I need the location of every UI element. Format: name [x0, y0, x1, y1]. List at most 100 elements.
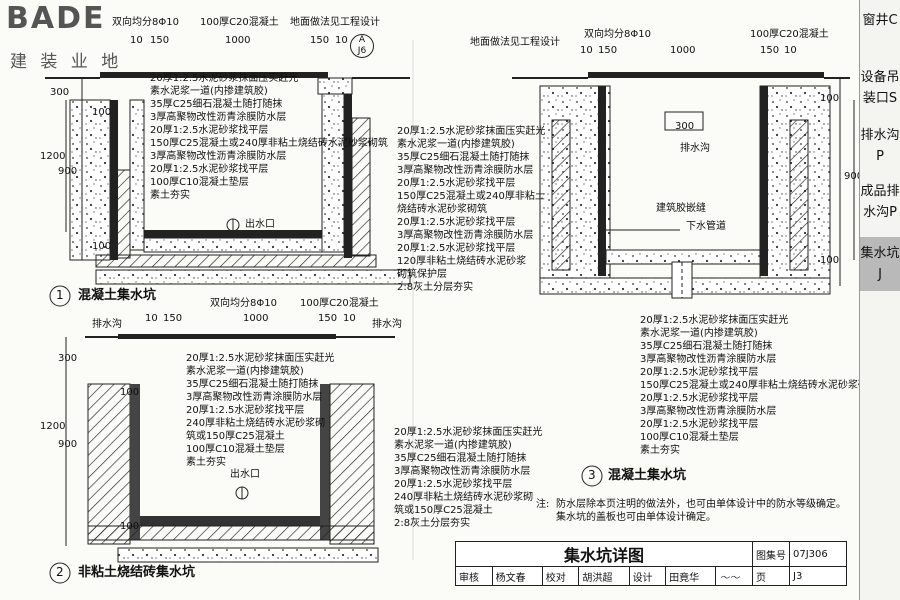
side-item-sump-pit[interactable]: 集水坑J [860, 237, 900, 291]
title-block: 集水坑详图 图集号 07J306 审核 杨文春 校对 胡洪超 设计 田竟华 〜〜… [455, 541, 847, 586]
d1-layers-right: 20厚1:2.5水泥砂浆抹面压实赶光 素水泥浆一道(内掺建筑胶) 35厚C25细… [397, 125, 545, 294]
d3-left-brick [551, 119, 571, 271]
d3-layer-6: 20厚1:2.5水泥砂浆找平层 [640, 393, 759, 404]
d3-dim-100a: 100 [820, 93, 840, 104]
d3-number-circle [581, 465, 603, 487]
d1-dim-100a: 100 [92, 107, 112, 118]
d1-callout-sheet: J6 [357, 46, 367, 56]
d2-layer-l6: 筑或150厚C25混凝土 [186, 431, 285, 442]
check-label: 校对 [541, 566, 580, 586]
d3-dim-100b: 100 [820, 255, 840, 266]
d2-layer-l0: 20厚1:2.5水泥砂浆抹面压实赶光 [186, 353, 335, 364]
design-label: 设计 [628, 566, 667, 586]
side-item-precast-trench[interactable]: 成品排水沟P [860, 167, 900, 223]
d2-title: 非粘土烧结砖集水坑 [78, 565, 196, 580]
d2-dim-150a: 150 [163, 313, 183, 324]
side-item-drain-trench[interactable]: 排水沟P [860, 109, 900, 167]
d2-layers-right: 20厚1:2.5水泥砂浆抹面压实赶光 素水泥浆一道(内掺建筑胶) 35厚C25细… [394, 426, 542, 530]
side-index: 窗井C 设备吊装口S 排水沟P 成品排水沟P 集水坑J [859, 0, 900, 600]
d3-cover-slab [588, 72, 824, 78]
d3-floor-label: 地面做法见工程设计 [470, 37, 560, 48]
checker-name: 胡洪超 [578, 566, 630, 586]
d1-layer-l2: 35厚C25细石混凝土随打随抹 [150, 99, 283, 110]
d3-layer-3: 3厚高聚物改性沥青涂膜防水层 [640, 354, 777, 365]
d1-layer-l3: 3厚高聚物改性沥青涂膜防水层 [150, 112, 287, 123]
signature-area: 〜〜 [715, 566, 753, 586]
notes-prefix: 注: [536, 499, 550, 510]
d2-layer-l4: 20厚1:2.5水泥砂浆找平层 [186, 405, 305, 416]
d2-number: 2 [56, 565, 64, 579]
d1-callout-letter: A [358, 35, 366, 45]
page-label: 页 [752, 566, 790, 586]
page-number: J3 [789, 566, 847, 586]
d1-dim-150a: 150 [150, 35, 170, 46]
d1-layer-r11: 砌筑保护层 [397, 269, 447, 280]
d2-dim-100a: 100 [120, 387, 140, 398]
d3-dim-150b: 150 [760, 45, 780, 56]
d1-floor-label: 地面做法见工程设计 [290, 17, 380, 28]
d1-dim-300: 300 [50, 87, 70, 98]
d2-number-circle [49, 562, 71, 584]
d1-dim-150b: 150 [310, 35, 330, 46]
d1-rebar-label: 双向均分8Φ10 [112, 17, 179, 28]
side-item-hoist-opening[interactable]: 设备吊装口S [860, 31, 900, 109]
side-item-window-well[interactable]: 窗井C [860, 0, 900, 31]
d2-layer-r2: 35厚C25细石混凝土随打随抹 [394, 453, 527, 464]
d1-layer-r0: 20厚1:2.5水泥砂浆抹面压实赶光 [397, 126, 546, 137]
detail-3-section [512, 72, 855, 487]
logo-text: BADE [6, 1, 106, 36]
note-line-1: 防水层除本页注明的做法外，也可由单体设计中的防水等级确定。 [556, 499, 846, 510]
d3-number: 3 [588, 468, 596, 482]
d2-dim-1200: 1200 [40, 421, 66, 432]
d3-dim-150a: 150 [598, 45, 618, 56]
d1-layer-r1: 素水泥浆一道(内掺建筑胶) [397, 139, 515, 150]
d2-layer-r5: 240厚非粘土烧结砖水泥砂浆砌 [394, 492, 534, 503]
d3-cover-label: 100厚C20混凝土 [750, 29, 829, 40]
detail-1-section [45, 72, 411, 307]
d1-layer-l1: 素水泥浆一道(内掺建筑胶) [150, 86, 268, 97]
d1-base-slab [95, 269, 411, 285]
d1-layer-r12: 2:8灰土分层夯实 [397, 282, 474, 293]
d1-layer-r5: 150厚C25混凝土或240厚非粘土 [397, 191, 545, 202]
d3-dim-10b: 10 [784, 45, 797, 56]
d1-floor [143, 237, 323, 253]
d2-layer-l1: 素水泥浆一道(内掺建筑胶) [186, 366, 304, 377]
d2-rebar-label: 双向均分8Φ10 [210, 298, 277, 309]
d2-layer-l2: 35厚C25细石混凝土随打随抹 [186, 379, 319, 390]
d3-trench-width: 300 [675, 121, 695, 132]
d1-layer-r7: 20厚1:2.5水泥砂浆找平层 [397, 217, 516, 228]
d1-layer-r8: 3厚高聚物改性沥青涂膜防水层 [397, 230, 534, 241]
d2-base-slab [117, 547, 379, 563]
d3-dim-1000: 1000 [670, 45, 696, 56]
d2-trench-right: 排水沟 [372, 319, 402, 330]
d1-cover-label: 100厚C20混凝土 [200, 17, 279, 28]
d3-title: 混凝土集水坑 [608, 468, 687, 483]
d1-layer-l8: 100厚C10混凝土垫层 [150, 177, 249, 188]
d2-trench-left: 排水沟 [92, 319, 122, 330]
d1-right-brick [351, 117, 371, 257]
d1-left-wall [69, 99, 111, 261]
d1-title: 混凝土集水坑 [78, 288, 157, 303]
note-line-2: 集水坑的盖板也可由单体设计确定。 [556, 512, 716, 523]
d2-layer-l7: 100厚C10混凝土垫层 [186, 444, 285, 455]
side-label-4: 集水坑J [860, 246, 900, 282]
d1-dim-100b: 100 [92, 241, 112, 252]
d1-layer-r10: 120厚非粘土烧结砖水泥砂浆 [397, 256, 527, 267]
d3-layer-5: 150厚C25混凝土或240厚非粘土烧结砖水泥砂浆砌 [640, 380, 868, 391]
d2-dim-10a: 10 [145, 313, 158, 324]
review-label: 审核 [455, 566, 493, 586]
d2-dim-150b: 150 [318, 313, 338, 324]
d3-layer-4: 20厚1:2.5水泥砂浆找平层 [640, 367, 759, 378]
side-label-0: 窗井C [862, 13, 898, 28]
d2-left-brick-wall [87, 383, 131, 545]
d3-layer-10: 素土夯实 [640, 445, 680, 456]
d3-layer-0: 20厚1:2.5水泥砂浆抹面压实赶光 [640, 315, 789, 326]
d1-base-brick [95, 254, 377, 268]
d1-outlet-label: 出水口 [245, 219, 275, 230]
logo-subtext: 建 装 业 地 [10, 52, 123, 72]
d3-dim-900: 900 [844, 171, 864, 182]
d1-right-membrane [344, 80, 352, 258]
d1-layer-r6: 烧结砖水泥砂浆砌筑 [397, 204, 487, 215]
d3-sealant-label: 建筑胶嵌缝 [656, 203, 706, 214]
